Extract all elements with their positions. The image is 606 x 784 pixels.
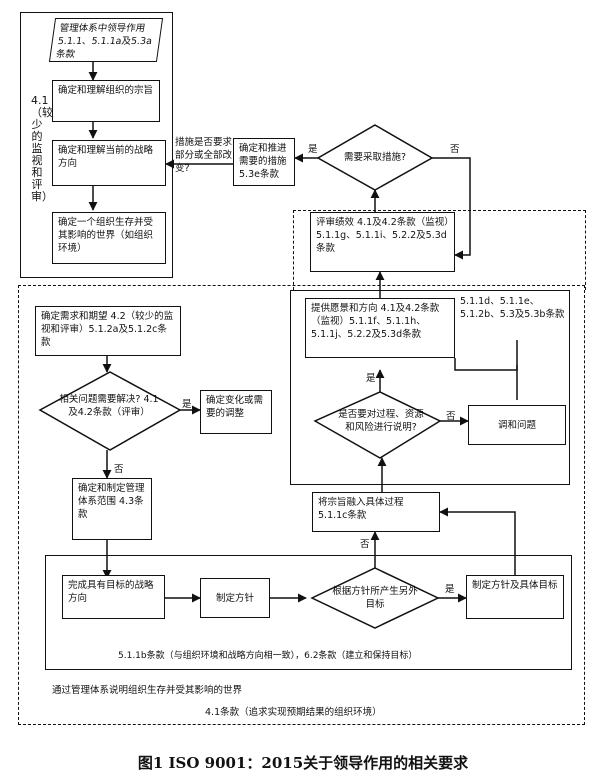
process-question-text: 是否要对过程、资源和风险进行说明? (338, 409, 424, 433)
top-left-frame (20, 12, 173, 278)
yes-label-2: 是 (366, 373, 376, 384)
leadership-clauses-box: 管理体系中领导作用 5.1.1、5.1.1a及5.3a条款 (48, 18, 164, 62)
vision-box: 提供愿景和方向 4.1及4.2条款（监视）5.1.1f、5.1.1h、5.1.1… (305, 298, 455, 358)
env-text: 4.1条款（追求实现预期结果的组织环境） (205, 707, 382, 718)
figure-caption: 图1 ISO 9001：2015关于领导作用的相关要求 (137, 754, 469, 772)
side-vertical-label: 4.1（较少的监视和评审） (31, 94, 53, 203)
decision-diamond-goals (310, 567, 440, 629)
right-inner-frame (290, 290, 570, 485)
change-adjust-box: 确定变化或需要的调整 (200, 390, 272, 434)
bottom-clause-text: 5.1.1b条款（与组织环境和战略方向相一致），6.2条款（建立和保持目标） (118, 651, 418, 661)
decision-diamond-actions (316, 124, 434, 191)
outer-dashed-frame (18, 285, 585, 725)
measures-question-text: 措施是否要求部分或全部改变? (175, 137, 233, 174)
promote-measures-box: 确定和推进需要的措施 5.3e条款 (233, 138, 295, 186)
no-label-2: 否 (446, 411, 456, 422)
needs-expectations-box: 确定需求和期望 4.2（较少的监视和评审）5.1.2a及5.1.2c条款 (35, 306, 181, 356)
vision-clauses-text: 5.1.1d、5.1.1e、5.1.2b、5.3及5.3b条款 (460, 296, 565, 320)
coordinate-box: 调和问题 (468, 405, 566, 445)
world-text: 通过管理体系说明组织生存并受其影响的世界 (52, 685, 243, 696)
set-policy-box: 制定方针 (200, 578, 270, 618)
integrate-box: 将宗旨融入具体过程 5.1.1c条款 (312, 492, 440, 532)
issues-question-text: 相关问题需要解决? 4.1及4.2条款（评审） (59, 394, 159, 418)
bottom-frame (45, 555, 572, 670)
no-label-1: 否 (450, 144, 460, 155)
yes-label-4: 是 (445, 584, 455, 595)
decision-diamond-process (313, 391, 442, 459)
no-label-4: 否 (114, 464, 124, 475)
right-dashed-frame (293, 210, 586, 290)
no-label-3: 否 (360, 539, 370, 550)
decision-actions-text: 需要采取措施? (343, 152, 407, 163)
purpose-box: 确定和理解组织的宗旨 (52, 80, 160, 122)
evaluate-box: 评审绩效 4.1及4.2条款（监视）5.1.1g、5.1.1i、5.2.2及5.… (310, 212, 455, 272)
strategic-direction-box: 确定和理解当前的战略方向 (52, 140, 166, 186)
other-goals-question-text: 根据方针所产生另外目标 (332, 586, 418, 610)
decision-diamond-issues (38, 371, 182, 451)
world-box: 确定一个组织生存并受其影响的世界（如组织环境） (52, 212, 166, 264)
set-policy-goals-box: 制定方针及具体目标 (466, 575, 564, 619)
scope-box: 确定和制定管理体系范围 4.3条款 (72, 478, 152, 540)
yes-label-3: 是 (182, 399, 192, 410)
complete-goals-box: 完成具有目标的战略方向 (62, 575, 165, 619)
yes-label-1: 是 (308, 144, 318, 155)
